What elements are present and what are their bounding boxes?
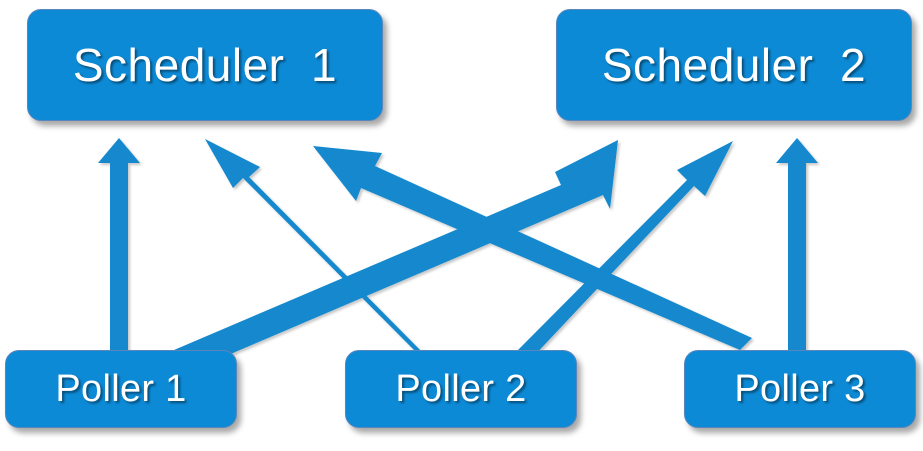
node-poller-3-label: Poller 3	[734, 368, 866, 410]
connection-poller-1-to-scheduler-2	[174, 140, 618, 373]
node-scheduler-2[interactable]: Scheduler 2	[556, 9, 912, 121]
connection-poller-3-to-scheduler-2	[776, 138, 818, 350]
node-scheduler-1[interactable]: Scheduler 1	[27, 9, 383, 121]
node-poller-3[interactable]: Poller 3	[684, 350, 916, 428]
node-scheduler-2-label: Scheduler 2	[601, 39, 867, 91]
node-poller-2[interactable]: Poller 2	[345, 350, 577, 428]
connection-poller-2-to-scheduler-1	[205, 139, 428, 358]
node-poller-1[interactable]: Poller 1	[5, 350, 237, 428]
node-scheduler-1-label: Scheduler 1	[72, 39, 338, 91]
connection-poller-2-to-scheduler-2	[518, 141, 733, 358]
node-poller-2-label: Poller 2	[395, 368, 527, 410]
node-poller-1-label: Poller 1	[55, 368, 187, 410]
connection-poller-1-to-scheduler-1	[98, 138, 140, 350]
connection-poller-3-to-scheduler-1	[313, 146, 752, 350]
